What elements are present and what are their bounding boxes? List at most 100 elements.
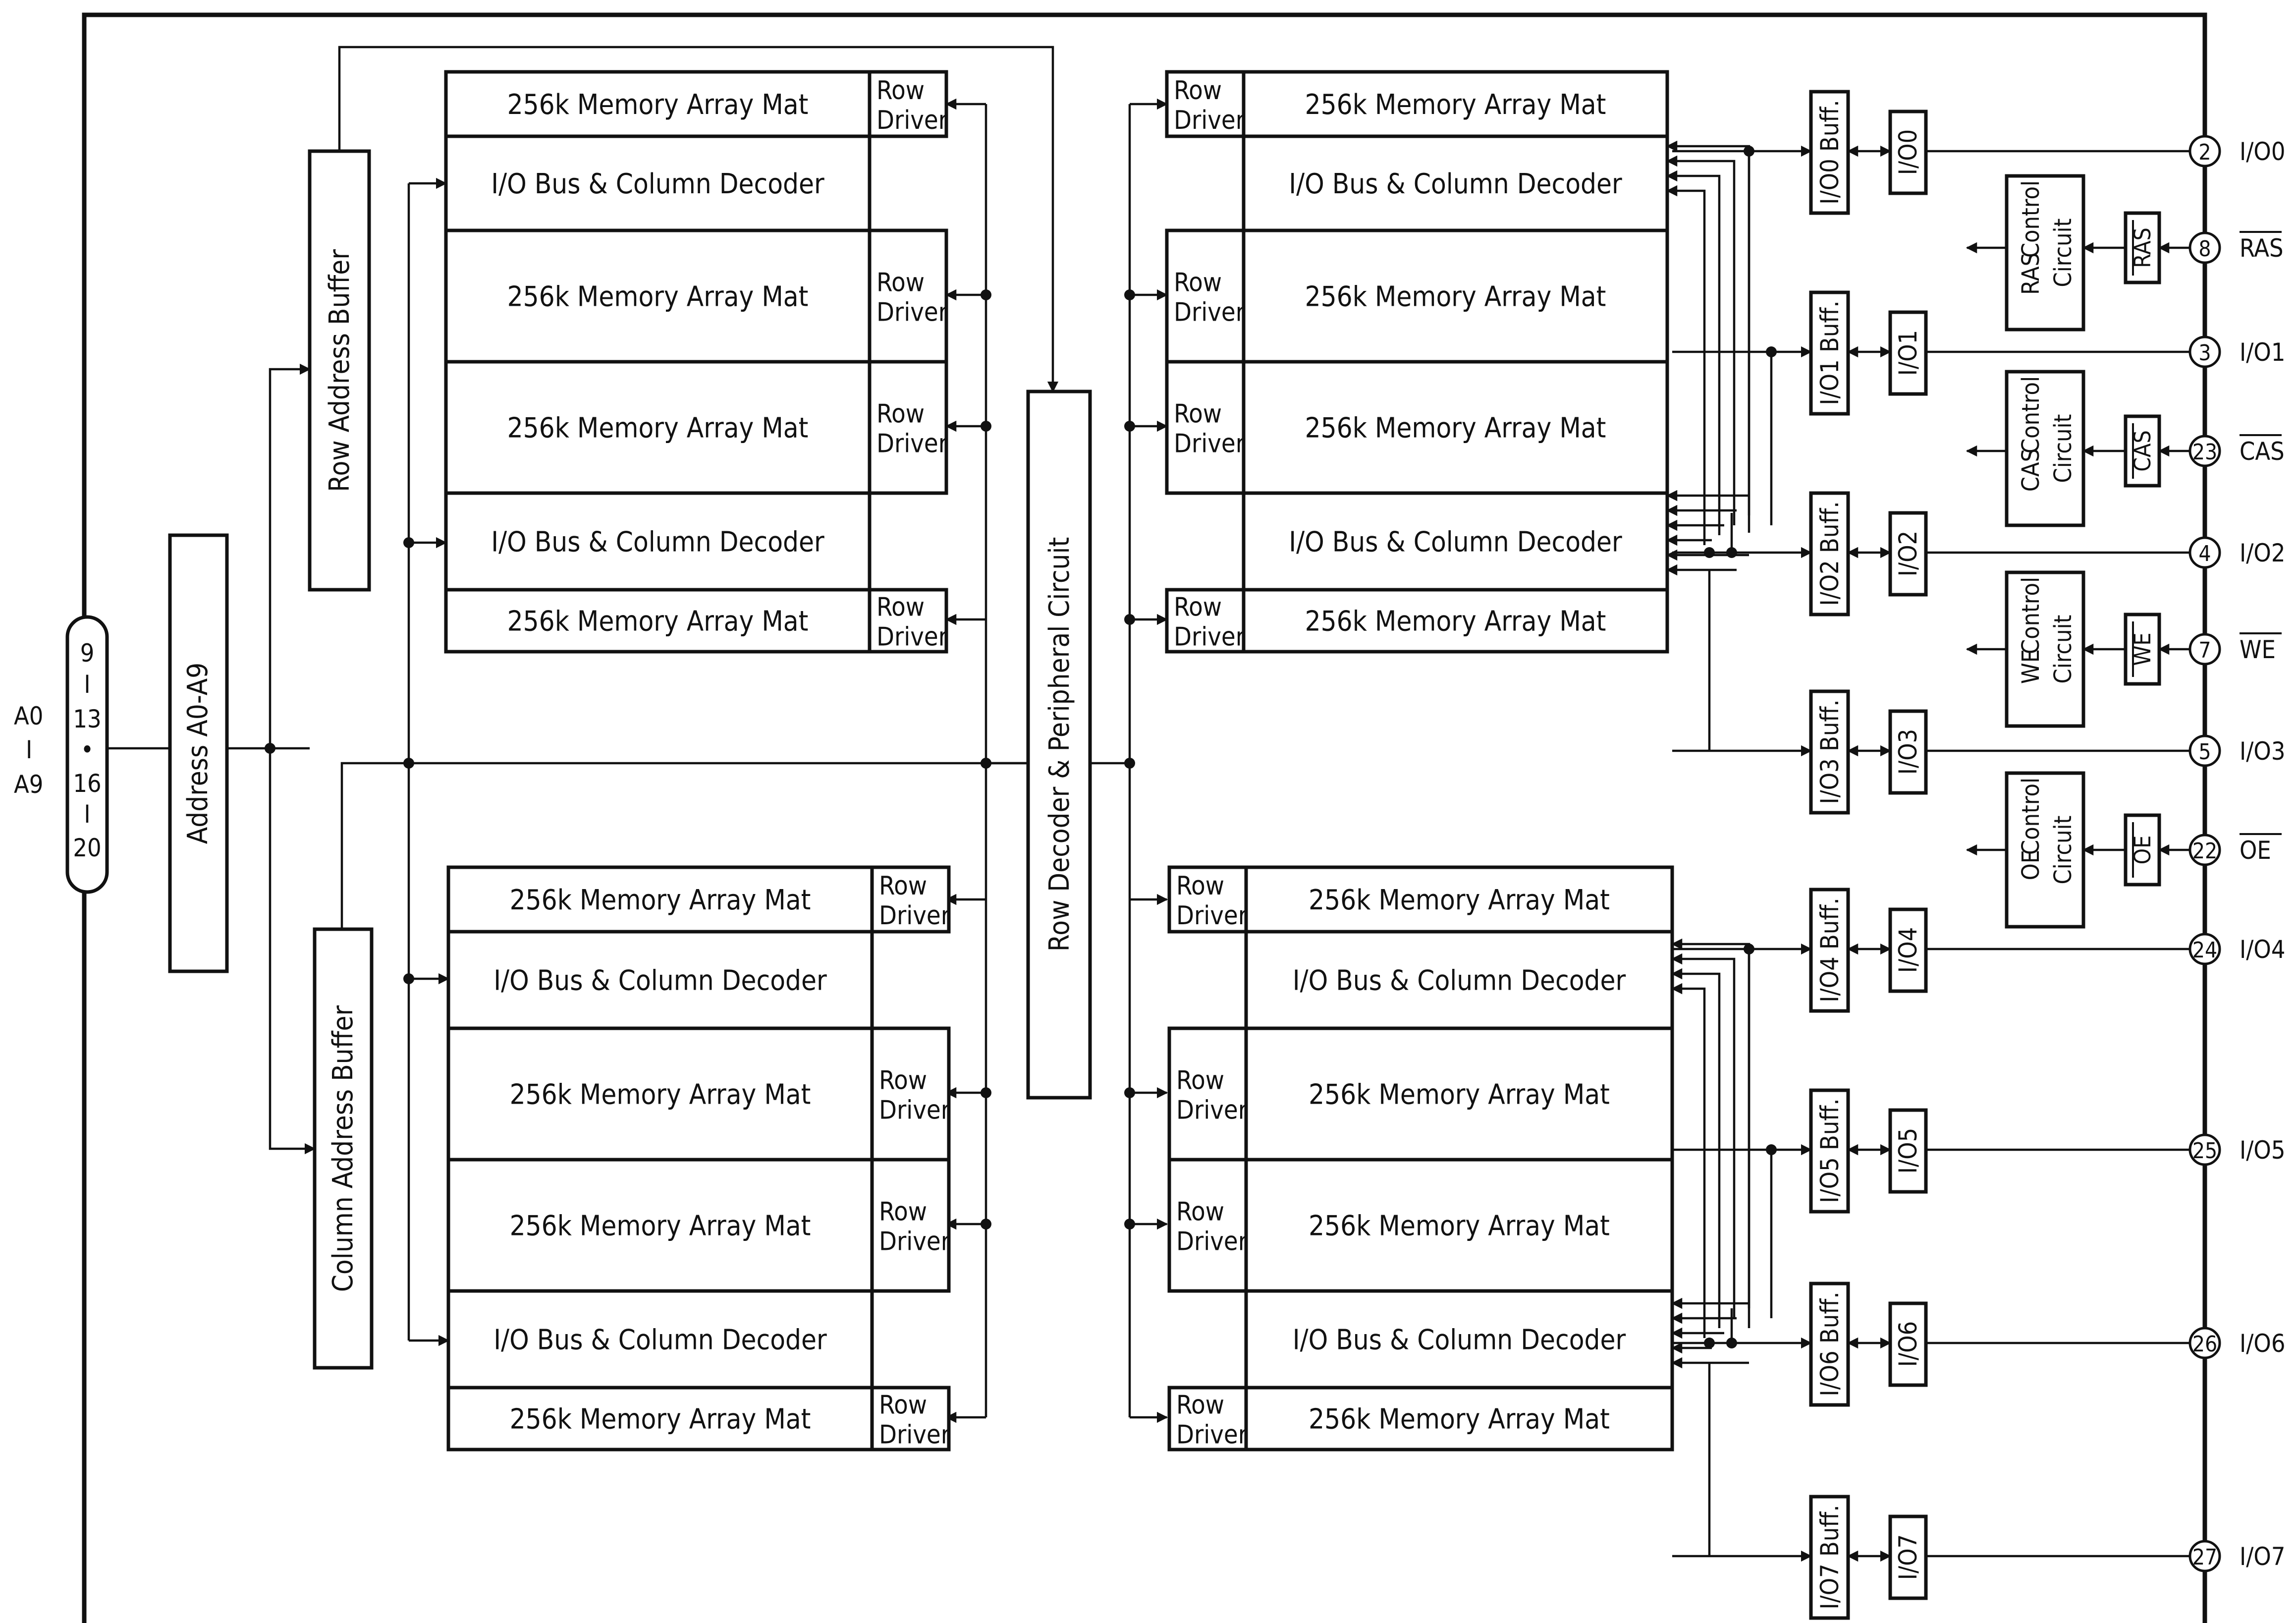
- address-pin-connector: 9 I 13 • 16 I 20: [65, 615, 109, 894]
- wire: [338, 46, 1059, 393]
- io-port-label: I/O4: [1894, 927, 1922, 973]
- row-driver-label: Driver: [879, 1420, 951, 1450]
- io-signal-name: I/O1: [2240, 338, 2285, 367]
- row-address-buffer: Row Address Buffer: [308, 149, 371, 592]
- junction-dot: [1704, 1338, 1715, 1348]
- io-bus-column-decoder: I/O Bus & Column Decoder: [444, 134, 872, 232]
- control-name: OE: [2017, 850, 2045, 880]
- row-driver-label: Driver: [879, 901, 951, 931]
- control-name: RAS: [2017, 253, 2045, 295]
- row-driver-label: Row: [876, 399, 925, 429]
- junction-dot: [981, 1219, 991, 1230]
- io-signal-name: I/O3: [2240, 737, 2285, 766]
- pin-number: 23: [2192, 440, 2217, 465]
- junction-dot: [1744, 944, 1754, 954]
- control-signal-name: OE: [2240, 836, 2271, 865]
- row-driver-label: Row: [1174, 399, 1222, 429]
- io-buffer-label: I/O3 Buff.: [1815, 699, 1844, 804]
- connector-label-5: I: [84, 800, 90, 829]
- memory-mat-label: 256k Memory Array Mat: [507, 606, 809, 638]
- io-buffer-label: I/O6 Buff.: [1815, 1291, 1844, 1396]
- control-word: Control: [2017, 376, 2045, 453]
- io-port-label: I/O5: [1894, 1128, 1922, 1174]
- row-driver-label: Driver: [1174, 106, 1246, 135]
- row-driver-label: Row: [1176, 871, 1224, 901]
- address-block: Address A0-A9: [168, 533, 229, 973]
- junction-dot: [1704, 547, 1715, 558]
- row-driver-label: Driver: [1176, 901, 1248, 931]
- memory-array-mat: 256k Memory Array Mat: [1244, 1158, 1674, 1293]
- memory-mat-label: 256k Memory Array Mat: [507, 89, 809, 121]
- io-bus-column-decoder: I/O Bus & Column Decoder: [446, 930, 874, 1030]
- pin-number: 4: [2198, 541, 2211, 566]
- address-block-label: Address A0-A9: [182, 663, 214, 844]
- pin-number: 3: [2198, 340, 2211, 366]
- control-word: Control: [2017, 180, 2045, 258]
- memory-mat-label: 256k Memory Array Mat: [1305, 281, 1606, 313]
- junction-dot: [981, 758, 991, 769]
- row-driver-label: Driver: [879, 1227, 951, 1257]
- row-driver-label: Row: [876, 76, 925, 106]
- connector-label-2: 13: [73, 705, 101, 733]
- io-signal-name: I/O6: [2240, 1329, 2285, 1358]
- pin-number: 5: [2198, 739, 2211, 765]
- pin-circle: [2188, 1327, 2221, 1359]
- address-pin-dash: I: [26, 735, 32, 764]
- memory-mat-label: 256k Memory Array Mat: [1305, 606, 1606, 638]
- circuit-word: Circuit: [2049, 219, 2077, 287]
- io-port-label: I/O0: [1894, 129, 1922, 175]
- connector-label-0: 9: [80, 639, 95, 668]
- junction-dot: [981, 421, 991, 432]
- control-signal-name: WE: [2240, 635, 2276, 664]
- memory-array-mat: 256k Memory Array Mat: [1242, 588, 1669, 654]
- io-bus-column-decoder: I/O Bus & Column Decoder: [1242, 491, 1669, 592]
- circuit-word: Circuit: [2049, 414, 2077, 483]
- io-signal-name: I/O0: [2240, 137, 2285, 166]
- io-signal-name: I/O2: [2240, 539, 2285, 567]
- junction-dot: [1124, 289, 1135, 300]
- junction-dot: [1766, 1144, 1777, 1155]
- pin-number: 24: [2192, 938, 2217, 963]
- connector-label-6: 20: [73, 834, 101, 862]
- junction-dot: [1124, 614, 1135, 625]
- wire: [1666, 140, 1750, 515]
- io-port-label: I/O1: [1894, 330, 1922, 376]
- memory-array-mat: 256k Memory Array Mat: [1242, 70, 1669, 138]
- circuit-word: Circuit: [2049, 615, 2077, 684]
- junction-dot: [1124, 758, 1135, 769]
- pin-circle: [2188, 536, 2221, 569]
- memory-array-mat: 256k Memory Array Mat: [1242, 228, 1669, 364]
- row-driver-label: Driver: [1176, 1227, 1248, 1257]
- row-decoder-peripheral-circuit: Row Decoder & Peripheral Circuit: [1026, 390, 1092, 1100]
- wiring: [107, 46, 2190, 1562]
- address-pin-top: A0: [14, 702, 43, 730]
- column-address-buffer-label: Column Address Buffer: [327, 1006, 359, 1292]
- io-bus-label: I/O Bus & Column Decoder: [1289, 168, 1622, 200]
- io-bus-column-decoder: I/O Bus & Column Decoder: [446, 1289, 874, 1390]
- io-bus-column-decoder: I/O Bus & Column Decoder: [444, 491, 872, 592]
- memory-array-mat: 256k Memory Array Mat: [446, 1026, 874, 1162]
- row-driver-label: Row: [1174, 593, 1222, 622]
- io-bus-label: I/O Bus & Column Decoder: [493, 965, 827, 997]
- control-word: Control: [2017, 778, 2045, 855]
- memory-array-mat: 256k Memory Array Mat: [444, 588, 872, 654]
- junction-dot: [1766, 346, 1777, 357]
